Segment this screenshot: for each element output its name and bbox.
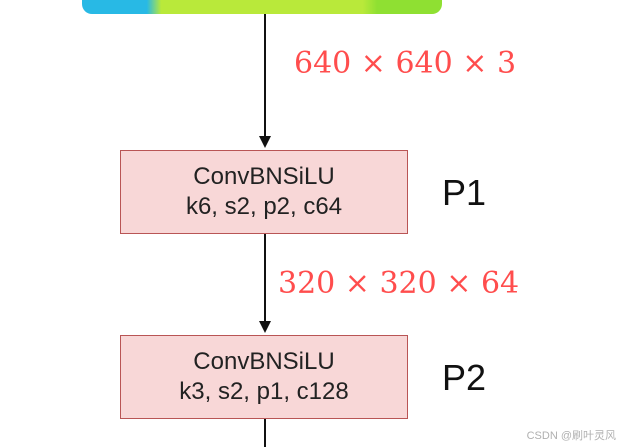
arrow-head-input <box>259 136 271 148</box>
arrow-line-input <box>264 14 266 138</box>
block-title: ConvBNSiLU <box>193 348 335 375</box>
watermark: CSDN @刷叶灵风 <box>526 430 616 442</box>
block-params: k3, s2, p1, c128 <box>179 378 349 405</box>
input-dimension-label: 640 × 640 × 3 <box>294 46 517 81</box>
block-title: ConvBNSiLU <box>193 163 335 190</box>
block-params: k6, s2, p2, c64 <box>185 193 343 220</box>
stage-label-p2: P2 <box>442 357 487 398</box>
stage-label-p1: P1 <box>442 172 487 213</box>
arrow-line-p1-p2 <box>264 234 266 323</box>
arrow-line-p2-out <box>264 419 266 447</box>
p1-output-dimension-label: 320 × 320 × 64 <box>278 266 520 301</box>
convbnsilu-block-p1[interactable]: ConvBNSiLU k6, s2, p2, c64 <box>120 150 408 234</box>
arrow-head-p1-p2 <box>259 321 271 333</box>
input-image-strip <box>82 0 442 14</box>
convbnsilu-block-p2[interactable]: ConvBNSiLU k3, s2, p1, c128 <box>120 335 408 419</box>
